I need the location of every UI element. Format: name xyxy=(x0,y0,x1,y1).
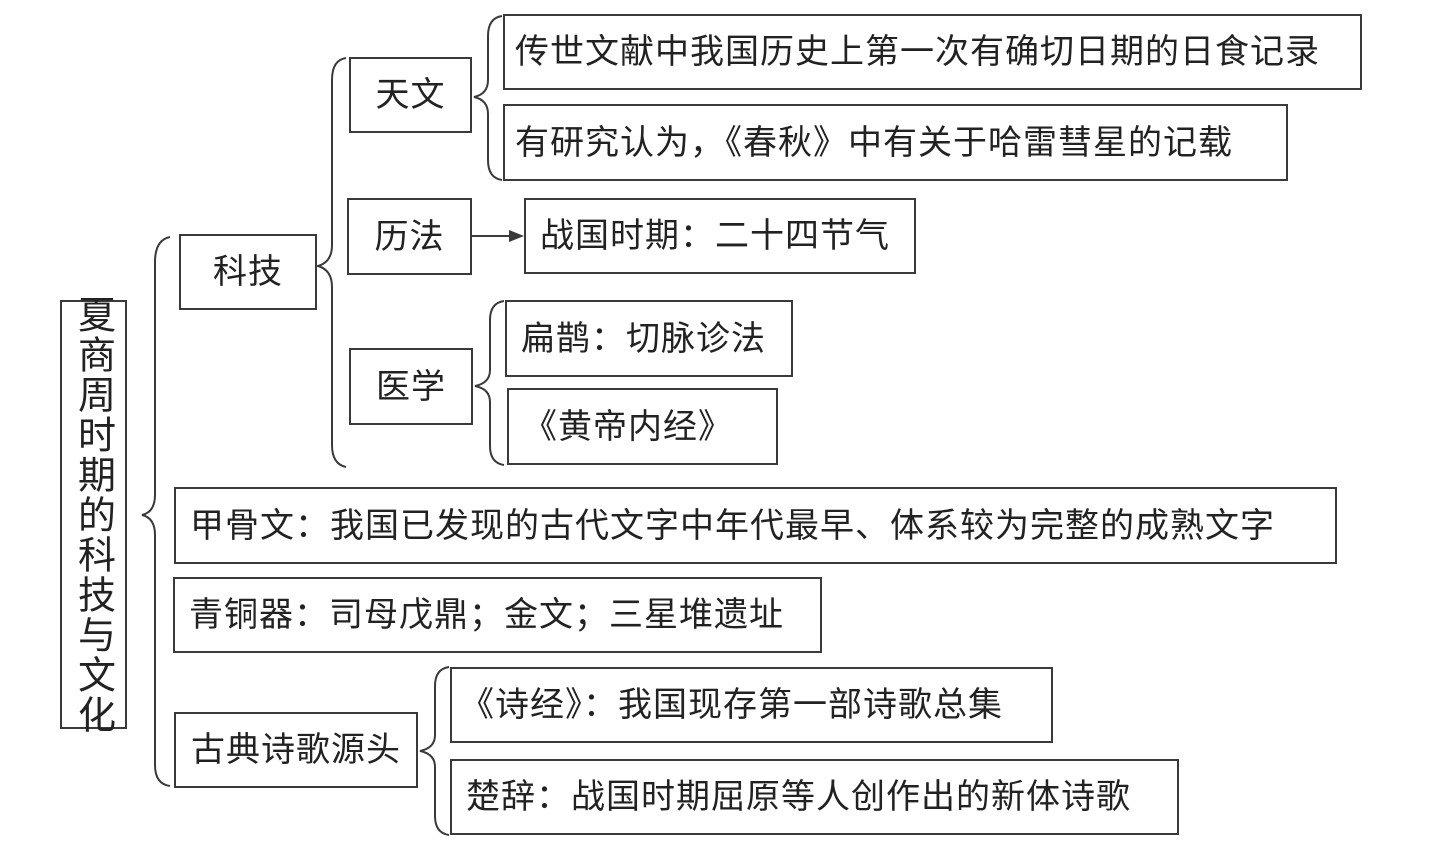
medicine-item-text: 《黄帝内经》 xyxy=(523,406,733,447)
oracle-bone-node: 甲骨文：我国已发现的古代文字中年代最早、体系较为完整的成熟文字 xyxy=(174,487,1337,564)
poetry-item-shijing: 《诗经》：我国现存第一部诗歌总集 xyxy=(450,667,1053,743)
medicine-item-huangdi-neijing: 《黄帝内经》 xyxy=(507,388,778,465)
astronomy-label: 天文 xyxy=(375,75,446,115)
brace-root xyxy=(141,236,171,787)
medicine-node: 医学 xyxy=(349,348,473,425)
root-node: 夏商周时期的科技与文化 xyxy=(60,295,127,735)
brace-medicine xyxy=(474,300,505,466)
root-label: 夏商周时期的科技与文化 xyxy=(71,294,116,735)
bronze-node: 青铜器：司母戊鼎；金文；三星堆遗址 xyxy=(173,577,822,653)
bronze-text: 青铜器：司母戊鼎；金文；三星堆遗址 xyxy=(189,595,784,635)
oracle-bone-text: 甲骨文：我国已发现的古代文字中年代最早、体系较为完整的成熟文字 xyxy=(190,505,1275,546)
arrow-head xyxy=(509,230,524,242)
astronomy-item-eclipse: 传世文献中我国历史上第一次有确切日期的日食记录 xyxy=(503,14,1362,90)
poetry-node: 古典诗歌源头 xyxy=(174,712,418,788)
brace-poetry xyxy=(419,666,450,836)
poetry-label: 古典诗歌源头 xyxy=(191,730,401,770)
science-label: 科技 xyxy=(213,252,283,292)
medicine-label: 医学 xyxy=(376,366,446,407)
poetry-item-text: 楚辞：战国时期屈原等人创作出的新体诗歌 xyxy=(466,777,1131,817)
science-node: 科技 xyxy=(179,234,317,310)
calendar-item-solar-terms: 战国时期：二十四节气 xyxy=(524,198,916,274)
astronomy-item-text: 有研究认为，《春秋》中有关于哈雷彗星的记载 xyxy=(515,122,1233,163)
medicine-item-text: 扁鹊：切脉诊法 xyxy=(521,318,766,359)
calendar-node: 历法 xyxy=(347,198,472,275)
poetry-item-chuci: 楚辞：战国时期屈原等人创作出的新体诗歌 xyxy=(450,759,1179,835)
calendar-item-text: 战国时期：二十四节气 xyxy=(540,216,890,256)
poetry-item-text: 《诗经》：我国现存第一部诗歌总集 xyxy=(460,685,1003,725)
brace-astronomy xyxy=(473,15,503,181)
astronomy-node: 天文 xyxy=(349,57,472,133)
medicine-item-bianque: 扁鹊：切脉诊法 xyxy=(505,300,793,377)
astronomy-item-text: 传世文献中我国历史上第一次有确切日期的日食记录 xyxy=(515,32,1320,72)
calendar-label: 历法 xyxy=(374,216,445,257)
brace-science xyxy=(314,57,347,468)
astronomy-item-comet: 有研究认为，《春秋》中有关于哈雷彗星的记载 xyxy=(503,104,1288,181)
